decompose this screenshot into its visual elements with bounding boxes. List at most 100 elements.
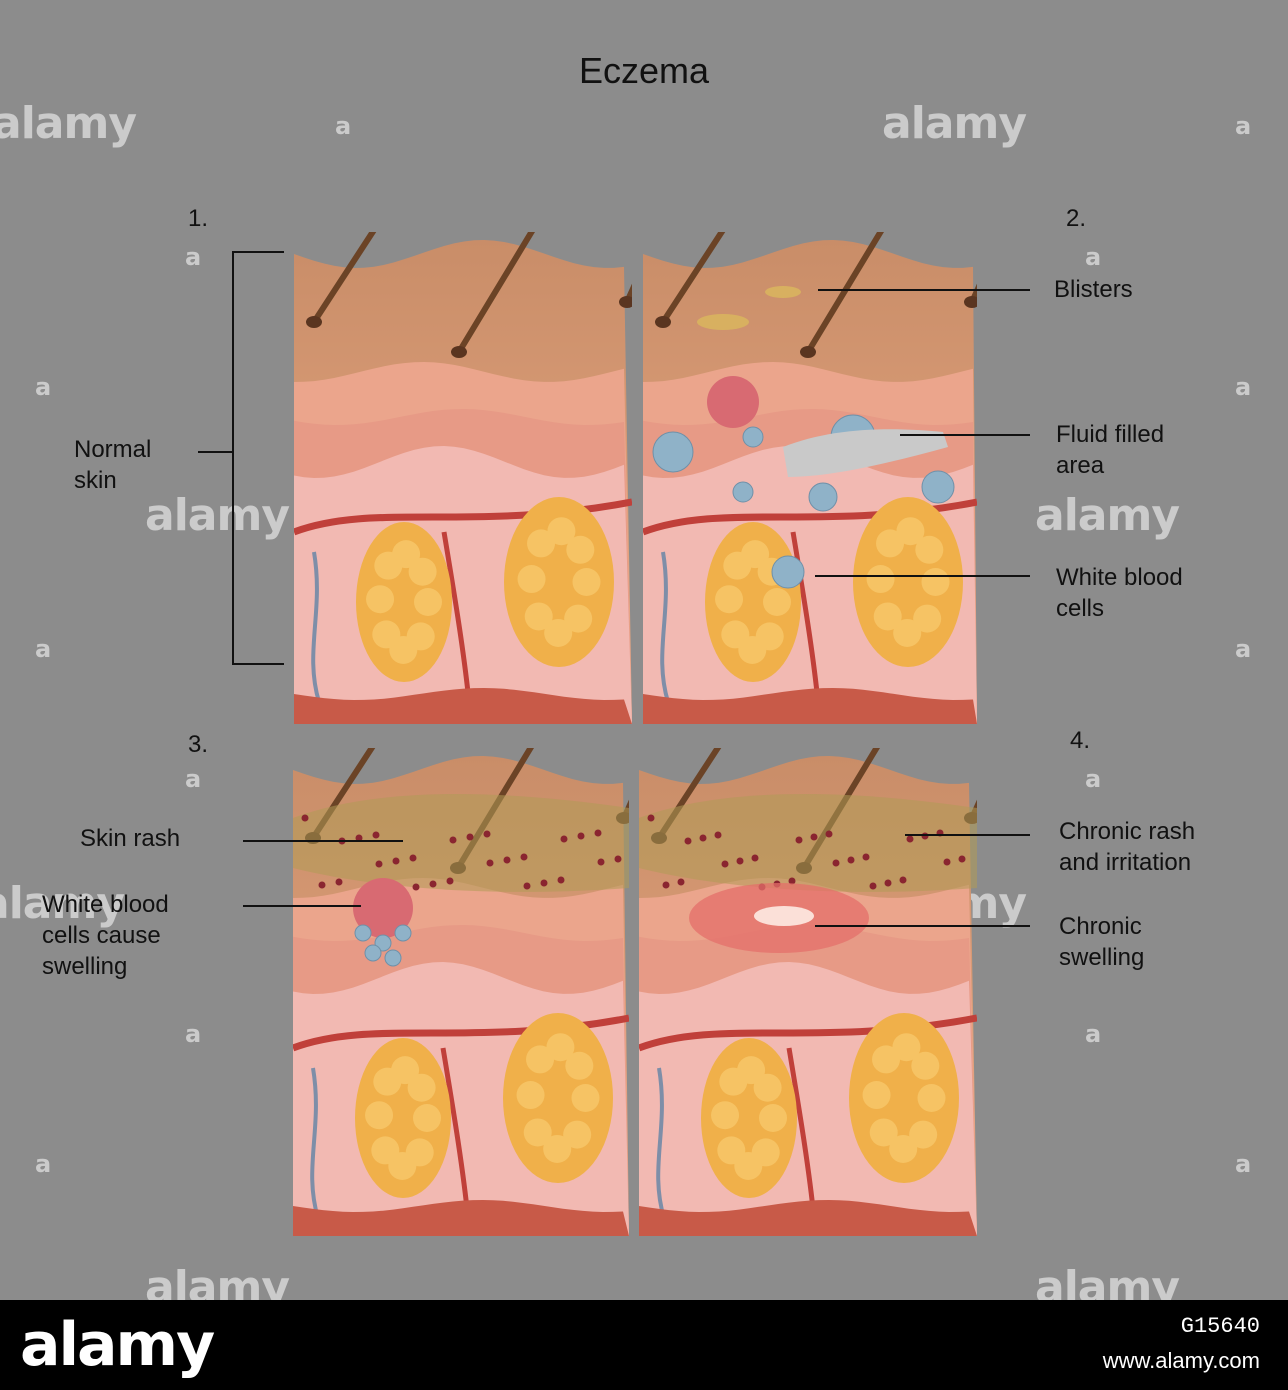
watermark-mark: a (185, 765, 202, 793)
rash-spot (372, 831, 380, 839)
watermark-mark: a (185, 243, 202, 271)
fat-cell (392, 540, 421, 569)
rash-spot (557, 876, 565, 884)
panel-1-normal-skin (294, 232, 632, 724)
rash-spot (832, 859, 840, 867)
fat-cell (543, 1134, 572, 1163)
fat-cell (408, 557, 437, 586)
label-white-blood-cells: White blood cells (1056, 564, 1183, 622)
watermark-mark: a (1085, 1020, 1102, 1048)
blood-vessel (441, 531, 472, 703)
footer-bar: alamy G15640 www.alamy.com (0, 1300, 1288, 1390)
fat-cell (721, 620, 750, 649)
fat-cell (763, 588, 791, 616)
rash-spot (301, 814, 309, 822)
panel-3-skin-rash (293, 748, 629, 1236)
label-blisters: Blisters (1054, 276, 1133, 303)
footer-url: www.alamy.com (1102, 1348, 1260, 1373)
fat-cell (869, 1118, 898, 1147)
fat-cell (371, 1136, 400, 1165)
rash-spot (847, 856, 855, 864)
fat-cell (372, 620, 401, 649)
fat-cell (523, 1118, 552, 1147)
hair-shaft (660, 232, 726, 325)
bracket-top (232, 251, 284, 253)
rash-spot (751, 854, 759, 862)
label-chronic-rash: Chronic rash and irritation (1059, 818, 1196, 876)
vein (656, 1067, 666, 1219)
rash-spot (736, 857, 744, 865)
fat-cell (563, 1120, 592, 1149)
rash-spot (540, 879, 548, 887)
fat-cell (524, 602, 553, 631)
vein (311, 551, 321, 703)
fat-cell (413, 1104, 441, 1132)
fat-cell (546, 1033, 575, 1062)
leader-wbc-swelling (243, 905, 361, 907)
swelling-highlight (754, 906, 814, 926)
fluid-droplet (742, 426, 764, 448)
fat-cell (547, 517, 576, 546)
diagram-title: Eczema (578, 50, 710, 91)
rash-spot (449, 836, 457, 844)
rash-spot (446, 877, 454, 885)
rash-spot (503, 856, 511, 864)
rash-spot (899, 876, 907, 884)
hair-shaft (805, 232, 885, 355)
fat-cell (737, 1056, 766, 1085)
blood-vessel (786, 1047, 817, 1219)
watermark-mark: a (35, 1150, 52, 1178)
leader-chronic-rash (905, 834, 1030, 836)
rash-spot (375, 860, 383, 868)
watermark-mark: a (335, 112, 352, 140)
rash-spot (412, 883, 420, 891)
fat-cell (407, 1073, 436, 1102)
watermark-mark: a (1235, 635, 1252, 663)
rash-spot (684, 837, 692, 845)
hair-shaft (310, 748, 376, 841)
watermark: alamy (0, 98, 137, 149)
panel-number-1: 1. (188, 205, 209, 232)
rash-spot (409, 854, 417, 862)
watermark: alamy (1035, 490, 1180, 541)
rash-spot (714, 831, 722, 839)
blister (765, 286, 801, 298)
rash-spot (699, 834, 707, 842)
watermark-mark: a (185, 1020, 202, 1048)
fat-cell (544, 618, 573, 647)
rash-spot (862, 853, 870, 861)
hair-shaft (456, 232, 536, 355)
white-blood-cell (354, 924, 372, 942)
fat-cell (862, 1081, 891, 1110)
rash-spot (429, 880, 437, 888)
rash-spot (560, 835, 568, 843)
rash-spot (355, 834, 363, 842)
rash-spot (721, 860, 729, 868)
rash-spot (795, 836, 803, 844)
rash-spot (466, 833, 474, 841)
fat-cell (572, 568, 601, 596)
watermark-mark: a (1085, 765, 1102, 793)
fat-cell (911, 1051, 940, 1080)
fat-cell (917, 1084, 946, 1112)
fat-cell (896, 517, 925, 546)
fat-cell (564, 604, 593, 633)
rash-spot (614, 855, 622, 863)
label-normal-skin: Normal skin (74, 436, 152, 494)
label-fluid-filled-area: Fluid filled area (1056, 421, 1165, 479)
hair-shaft (656, 748, 722, 841)
fat-cell (715, 585, 744, 614)
fat-cell (873, 602, 902, 631)
blood-vessel (440, 1047, 471, 1219)
white-blood-cell (364, 944, 382, 962)
fat-cell (876, 529, 905, 558)
hair-follicle (655, 316, 671, 328)
leader-blisters (818, 289, 1030, 291)
fat-cell (565, 1051, 594, 1080)
panel-number-3: 3. (188, 731, 209, 758)
watermark-mark: a (35, 635, 52, 663)
fat-cell (711, 1101, 740, 1130)
leader-skin-rash (243, 840, 403, 842)
watermark: alamy (145, 490, 290, 541)
rash-spot (318, 881, 326, 889)
